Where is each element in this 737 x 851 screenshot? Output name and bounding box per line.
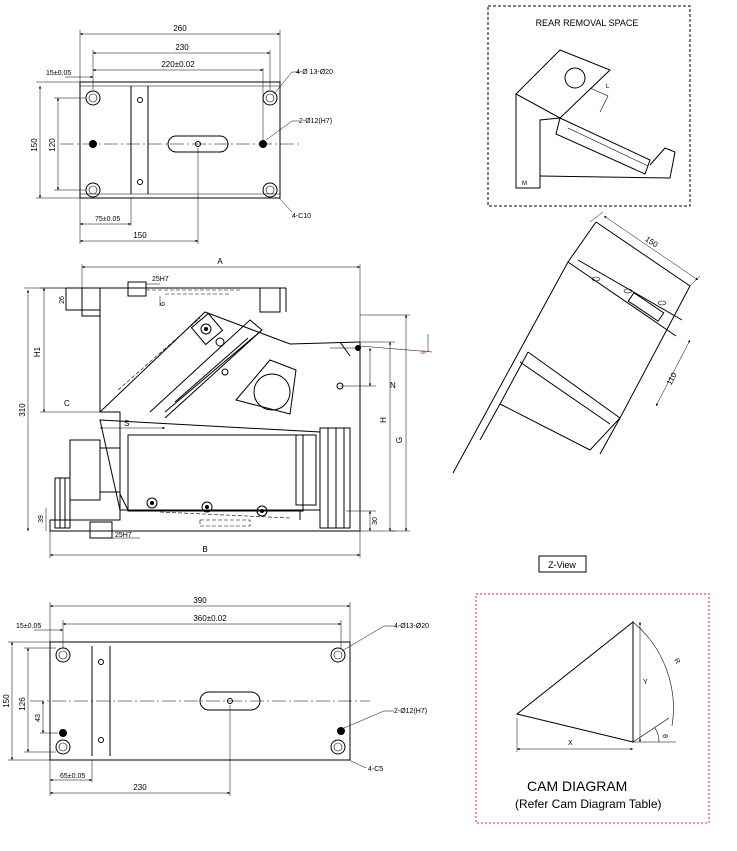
side-label-G: G <box>395 437 404 443</box>
cam-label-r: R <box>672 658 681 666</box>
top-view-hole <box>262 182 278 198</box>
bottom-callout-chamfer: 4-C5 <box>368 766 383 773</box>
top-dim-pin-offset: 75±0.05 <box>95 216 120 223</box>
side-label-N: N <box>390 381 396 390</box>
side-view: A B 310 H1 26 C S H G N θ 30 <box>18 257 433 558</box>
side-label-C: C <box>64 399 70 408</box>
bottom-dim-pin-offset-h: 65±0.05 <box>60 773 85 780</box>
cam-diagram-subtitle: (Refer Cam Diagram Table) <box>515 797 662 811</box>
rear-removal-frame <box>487 5 691 207</box>
side-label-theta: θ <box>421 350 428 354</box>
cam-label-theta: θ <box>663 734 670 738</box>
top-view-plate <box>79 81 281 199</box>
z-dim-150: 150 <box>643 234 660 249</box>
bottom-view-pin <box>337 727 345 735</box>
top-dim-hole-span: 230 <box>175 43 189 52</box>
rear-label-M: M <box>522 181 527 187</box>
side-dim-6: 6 <box>160 302 167 306</box>
bottom-callout-holes: 4-Ø13-Ø20 <box>394 623 429 630</box>
z-view-label: Z-View <box>548 560 576 570</box>
top-view-pin <box>259 140 267 148</box>
z-view-label-box <box>538 555 587 573</box>
z-dim-110: 110 <box>665 371 679 387</box>
top-dim-edge-offset: 15±0.05 <box>46 70 71 77</box>
top-dim-pin-span: 220±0.02 <box>161 60 195 69</box>
side-view-roller <box>253 373 291 411</box>
side-label-H1: H1 <box>33 346 42 357</box>
bottom-dim-height-inner: 126 <box>18 697 27 711</box>
bottom-view: 390 360±0.02 15±0.05 150 126 43 65±0.05 … <box>2 596 429 796</box>
top-dim-slot-pos: 150 <box>133 231 147 240</box>
top-callout-holes: 4-Ø 13-Ø20 <box>296 69 333 76</box>
top-dim-height: 150 <box>30 138 39 152</box>
bottom-dim-pin-offset-v: 43 <box>35 714 42 722</box>
top-view-hole <box>85 182 101 198</box>
side-label-B: B <box>202 545 207 554</box>
side-label-H: H <box>379 417 388 423</box>
bottom-view-hole <box>55 647 71 663</box>
bottom-view-hole <box>330 647 346 663</box>
side-dim-310: 310 <box>18 403 27 417</box>
bottom-dim-edge-offset: 15±0.05 <box>16 623 41 630</box>
bottom-dim-slot-pos: 230 <box>133 783 147 792</box>
bottom-dim-height: 150 <box>2 694 11 708</box>
top-view: 260 230 220±0.02 15±0.05 150 120 75±0.05… <box>30 24 333 244</box>
cam-label-x: X <box>568 740 573 747</box>
bottom-view-pin <box>59 729 67 737</box>
cam-diagram-frame <box>475 593 710 824</box>
side-label-A: A <box>217 257 223 266</box>
bottom-callout-pins: 2-Ø12(H7) <box>394 708 427 715</box>
side-view-block <box>127 434 304 512</box>
bottom-dim-overall: 390 <box>193 596 207 605</box>
top-dim-overall: 260 <box>173 24 187 33</box>
cam-diagram-title: CAM DIAGRAM <box>527 778 627 794</box>
top-callout-chamfer: 4-C10 <box>292 213 311 220</box>
side-label-S: S <box>124 419 129 428</box>
bottom-view-hole <box>55 739 71 755</box>
top-view-pin <box>89 140 97 148</box>
side-dim-keyway-top: 25H7 <box>152 276 169 283</box>
rear-removal-panel: REAR REMOVAL SPACE M L <box>487 5 691 207</box>
top-callout-pins: 2-Ø12(H7) <box>299 118 332 125</box>
side-dim-30: 30 <box>372 517 379 525</box>
cam-label-y: Y <box>643 679 648 686</box>
rear-removal-title: REAR REMOVAL SPACE <box>536 18 639 28</box>
bottom-dim-pin-span: 360±0.02 <box>193 614 227 623</box>
side-dim-keyway-bottom: 25H7 <box>115 532 132 539</box>
side-dim-39: 39 <box>38 515 45 523</box>
top-view-hole <box>85 90 101 106</box>
bottom-view-hole <box>330 739 346 755</box>
z-view: 150 110 Z-View <box>452 211 701 573</box>
rear-label-L: L <box>606 84 610 90</box>
side-dim-26: 26 <box>59 296 66 304</box>
top-dim-height-inner: 120 <box>48 138 57 152</box>
cam-diagram-panel: X Y R θ CAM DIAGRAM (Refer Cam Diagram T… <box>475 593 710 824</box>
